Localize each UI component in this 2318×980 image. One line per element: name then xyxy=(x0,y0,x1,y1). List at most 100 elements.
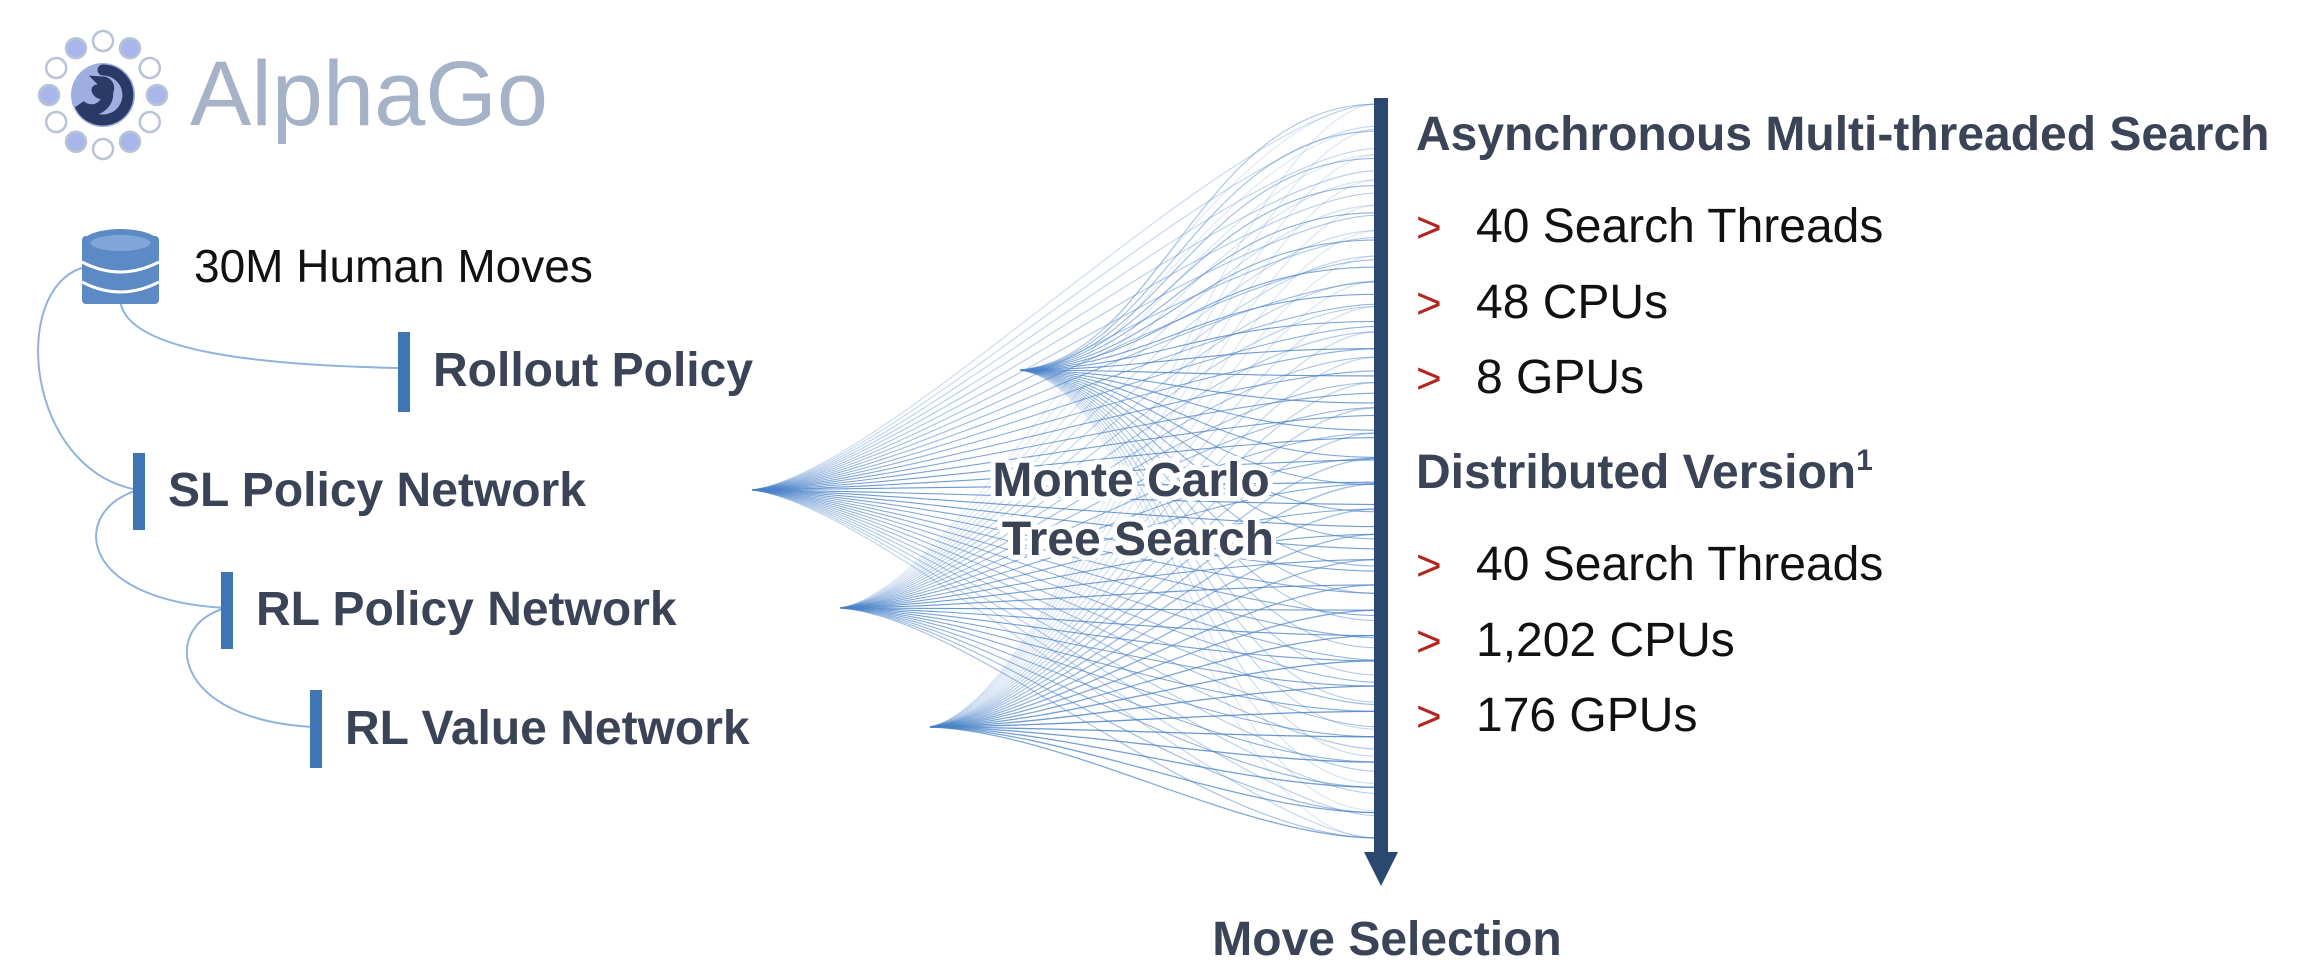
mcts-fan-line xyxy=(751,214,1379,491)
mcts-fan-line xyxy=(751,489,1379,617)
mcts-fan-line xyxy=(1019,369,1379,513)
node-label: RL Value Network xyxy=(345,702,750,755)
alphago-logo-icon xyxy=(37,29,169,161)
mcts-fan-line xyxy=(929,726,1379,839)
mcts-fan-line xyxy=(929,609,1379,728)
spec-item: > 40 Search Threads xyxy=(1416,538,1883,591)
logo-dot xyxy=(44,56,68,80)
mcts-fan-line xyxy=(751,348,1379,491)
mcts-fan-line xyxy=(751,147,1379,491)
move-selection-label: Move Selection xyxy=(1212,913,1561,966)
bullet-icon: > xyxy=(1416,354,1442,403)
mcts-fan-line xyxy=(929,103,1379,728)
mcts-fan-line xyxy=(1019,369,1379,431)
mcts-fan-line xyxy=(1019,369,1379,458)
section-title: Distributed Version1 xyxy=(1416,444,1873,499)
mcts-fan-line xyxy=(839,179,1379,609)
logo-dot xyxy=(64,130,88,154)
mcts-fan-line xyxy=(1019,369,1379,785)
mcts-fan-line xyxy=(1019,348,1379,371)
data-source-label: 30M Human Moves xyxy=(194,240,593,292)
mcts-fan-line xyxy=(929,229,1379,728)
logo-dot xyxy=(44,110,68,134)
mcts-fan-line xyxy=(929,128,1379,728)
mcts-fan-line xyxy=(751,170,1379,491)
mcts-fan-line xyxy=(1019,185,1379,371)
mcts-fan-line xyxy=(929,280,1379,728)
mcts-fan-line xyxy=(1019,130,1379,371)
node-bar xyxy=(310,690,322,768)
spec-section-async: Asynchronous Multi-threaded Search > 40 … xyxy=(1416,108,2269,404)
node-label: Rollout Policy xyxy=(433,344,753,397)
section-title-text: Distributed Version xyxy=(1416,446,1856,499)
connector-sl-to-rl-policy xyxy=(95,489,227,609)
spec-item-text: 40 Search Threads xyxy=(1476,200,1883,253)
mcts-fan-line xyxy=(839,607,1379,738)
spec-item-text: 48 CPUs xyxy=(1476,276,1668,329)
mcts-fan-line xyxy=(751,489,1379,528)
mcts-fan-line xyxy=(751,489,1379,795)
mcts-fan-line xyxy=(929,726,1379,763)
spec-item: > 1,202 CPUs xyxy=(1416,614,1735,667)
mcts-label-line1: Monte Carlo xyxy=(992,454,1269,507)
connector-lines xyxy=(37,267,399,728)
mcts-fan-line xyxy=(839,457,1379,609)
mcts-fan-line xyxy=(1019,369,1379,404)
mcts-fan-line xyxy=(929,255,1379,728)
mcts-fan-lines xyxy=(751,103,1379,839)
mcts-fan-line xyxy=(929,331,1379,728)
mcts-fan-line xyxy=(1019,212,1379,371)
network-node-rollout: Rollout Policy xyxy=(398,332,753,412)
mcts-fan-line xyxy=(751,489,1379,839)
mcts-fan-line xyxy=(839,533,1379,609)
mcts-fan-line xyxy=(751,489,1379,572)
alphago-logo-text: AlphaGo xyxy=(190,43,548,145)
spec-item: > 48 CPUs xyxy=(1416,276,1668,329)
mcts-fan-line xyxy=(839,483,1379,609)
connector-db-to-sl xyxy=(37,267,139,491)
mcts-fan-line xyxy=(929,726,1379,738)
mcts-fan-line xyxy=(839,432,1379,609)
bullet-icon: > xyxy=(1416,279,1442,328)
mcts-fan-line xyxy=(839,559,1379,609)
mcts-fan-line xyxy=(1019,369,1379,540)
mcts-fan-line xyxy=(929,726,1379,814)
mcts-fan-line xyxy=(1019,369,1379,649)
logo-dot xyxy=(138,56,162,80)
mcts-fan-line xyxy=(839,607,1379,611)
mcts-fan-line xyxy=(1019,369,1379,486)
node-label: SL Policy Network xyxy=(168,464,586,517)
bullet-icon: > xyxy=(1416,692,1442,741)
mcts-fan-line xyxy=(751,103,1379,491)
mcts-fan-line xyxy=(751,414,1379,491)
mcts-fan-line xyxy=(751,489,1379,550)
mcts-fan-line xyxy=(751,489,1379,706)
mcts-fan-line xyxy=(929,660,1379,728)
bullet-icon: > xyxy=(1416,541,1442,590)
node-bar xyxy=(398,332,410,412)
mcts-fan-line xyxy=(1019,369,1379,812)
mcts-fan-line xyxy=(1019,293,1379,371)
mcts-fan-line xyxy=(751,489,1379,639)
mcts-fan-line xyxy=(751,489,1379,728)
spec-item: > 176 GPUs xyxy=(1416,689,1697,742)
logo-swirl xyxy=(74,64,134,126)
mcts-fan-line xyxy=(751,489,1379,772)
mcts-fan-line xyxy=(751,325,1379,491)
mcts-fan-line xyxy=(1019,103,1379,371)
logo-dot xyxy=(145,83,169,107)
mcts-fan-line xyxy=(751,192,1379,491)
mcts-fan-line xyxy=(929,153,1379,728)
mcts-fan-line xyxy=(839,607,1379,687)
mcts-fan-line xyxy=(929,710,1379,728)
alphago-logo: AlphaGo xyxy=(37,29,548,161)
mcts-fan-line xyxy=(839,607,1379,662)
mcts-fan-line xyxy=(929,381,1379,728)
mcts-fan-line xyxy=(839,381,1379,609)
bullet-icon: > xyxy=(1416,617,1442,666)
connector-db-to-rollout xyxy=(119,299,399,369)
mcts-fan-line xyxy=(929,457,1379,728)
connector-rl-policy-to-rl-value xyxy=(185,607,315,728)
mcts-fan-line xyxy=(839,508,1379,609)
mcts-fan-line xyxy=(751,489,1379,594)
